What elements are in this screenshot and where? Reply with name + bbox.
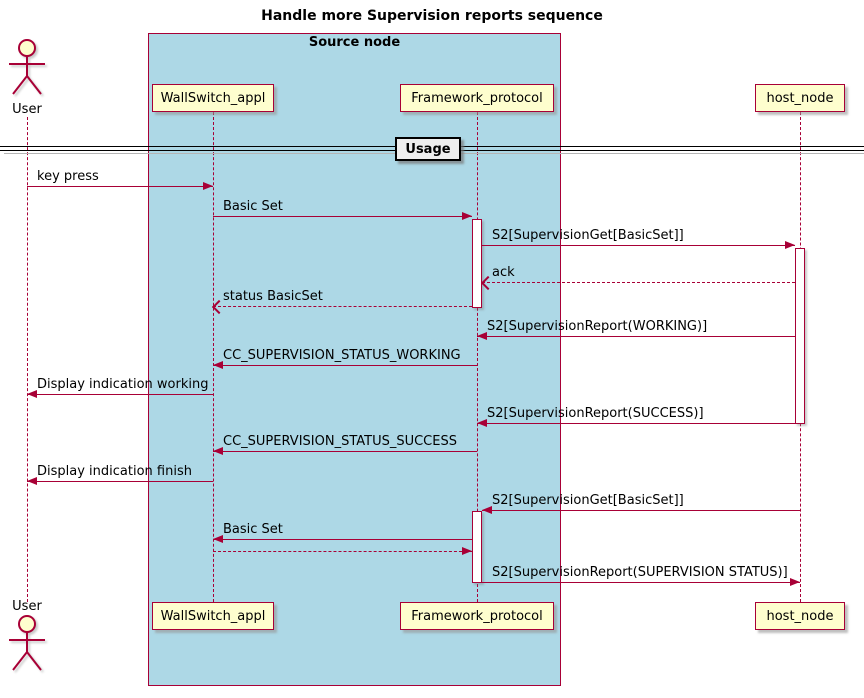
message-line (213, 216, 472, 217)
message-label: S2[SupervisionGet[BasicSet]] (492, 493, 684, 508)
participant-top-host-node: host_node (755, 84, 845, 112)
message-arrowhead (213, 447, 223, 455)
message-line (213, 306, 472, 307)
lifeline-wallswitch-appl (213, 112, 214, 602)
message-arrowhead (477, 332, 487, 340)
message-line (477, 423, 795, 424)
message-label: Basic Set (223, 522, 283, 537)
message-line (477, 336, 795, 337)
message-arrowhead (27, 390, 37, 398)
message-arrowhead (482, 506, 492, 514)
actor-label: User (12, 102, 42, 117)
message-arrowhead (213, 361, 223, 369)
message-line (482, 582, 800, 583)
activation-bar (795, 248, 805, 424)
message-line (482, 245, 795, 246)
message-label: S2[SupervisionReport(WORKING)] (487, 319, 708, 334)
message-label: Display indication finish (37, 464, 192, 479)
diagram-title: Handle more Supervision reports sequence (261, 8, 603, 24)
message-arrowhead (462, 212, 472, 220)
message-label: Display indication working (37, 377, 209, 392)
actor-user-bottom: User (0, 599, 54, 678)
message-label: key press (37, 169, 99, 184)
participant-label: WallSwitch_appl (160, 608, 266, 624)
message-line (482, 510, 800, 511)
divider-usage-label: Usage (405, 141, 451, 157)
message-arrowhead (462, 547, 472, 555)
message-label: Basic Set (223, 199, 283, 214)
message-line (213, 451, 477, 452)
message-label: status BasicSet (223, 289, 323, 304)
participant-label: WallSwitch_appl (160, 90, 266, 106)
message-line (27, 394, 213, 395)
source-node-frame-label: Source node (308, 35, 401, 50)
message-label: ack (492, 265, 515, 280)
participant-bottom-host-node: host_node (755, 602, 845, 630)
message-label: S2[SupervisionReport(SUPERVISION STATUS)… (492, 565, 788, 580)
actor-icon (9, 39, 45, 95)
participant-label: host_node (766, 90, 834, 106)
participant-bottom-framework-protocol: Framework_protocol (400, 602, 554, 630)
message-arrowhead (213, 535, 223, 543)
message-line (213, 539, 472, 540)
message-label: S2[SupervisionReport(SUCCESS)] (487, 406, 704, 421)
actor-user-top: User (0, 38, 54, 117)
message-line (213, 365, 477, 366)
participant-label: host_node (766, 608, 834, 624)
activation-bar (472, 511, 482, 583)
actor-icon (9, 615, 45, 671)
message-arrowhead (203, 182, 213, 190)
message-arrowhead (790, 578, 800, 586)
divider-usage-box: Usage (395, 137, 461, 161)
participant-bottom-wallswitch-appl: WallSwitch_appl (152, 602, 274, 630)
message-arrowhead (785, 241, 795, 249)
lifeline-user (27, 117, 28, 602)
message-arrowhead (27, 477, 37, 485)
participant-label: Framework_protocol (411, 90, 543, 106)
participant-top-wallswitch-appl: WallSwitch_appl (152, 84, 274, 112)
participant-top-framework-protocol: Framework_protocol (400, 84, 554, 112)
message-line (213, 551, 472, 552)
message-line (482, 282, 795, 283)
participant-label: Framework_protocol (411, 608, 543, 624)
message-line (27, 186, 213, 187)
lifeline-framework-protocol (477, 112, 478, 602)
message-label: CC_SUPERVISION_STATUS_WORKING (223, 348, 461, 363)
source-node-frame (148, 33, 561, 686)
actor-label: User (12, 599, 42, 614)
message-label: S2[SupervisionGet[BasicSet]] (492, 228, 684, 243)
activation-bar (472, 219, 482, 308)
message-line (27, 481, 213, 482)
message-label: CC_SUPERVISION_STATUS_SUCCESS (223, 434, 457, 449)
message-arrowhead (477, 419, 487, 427)
